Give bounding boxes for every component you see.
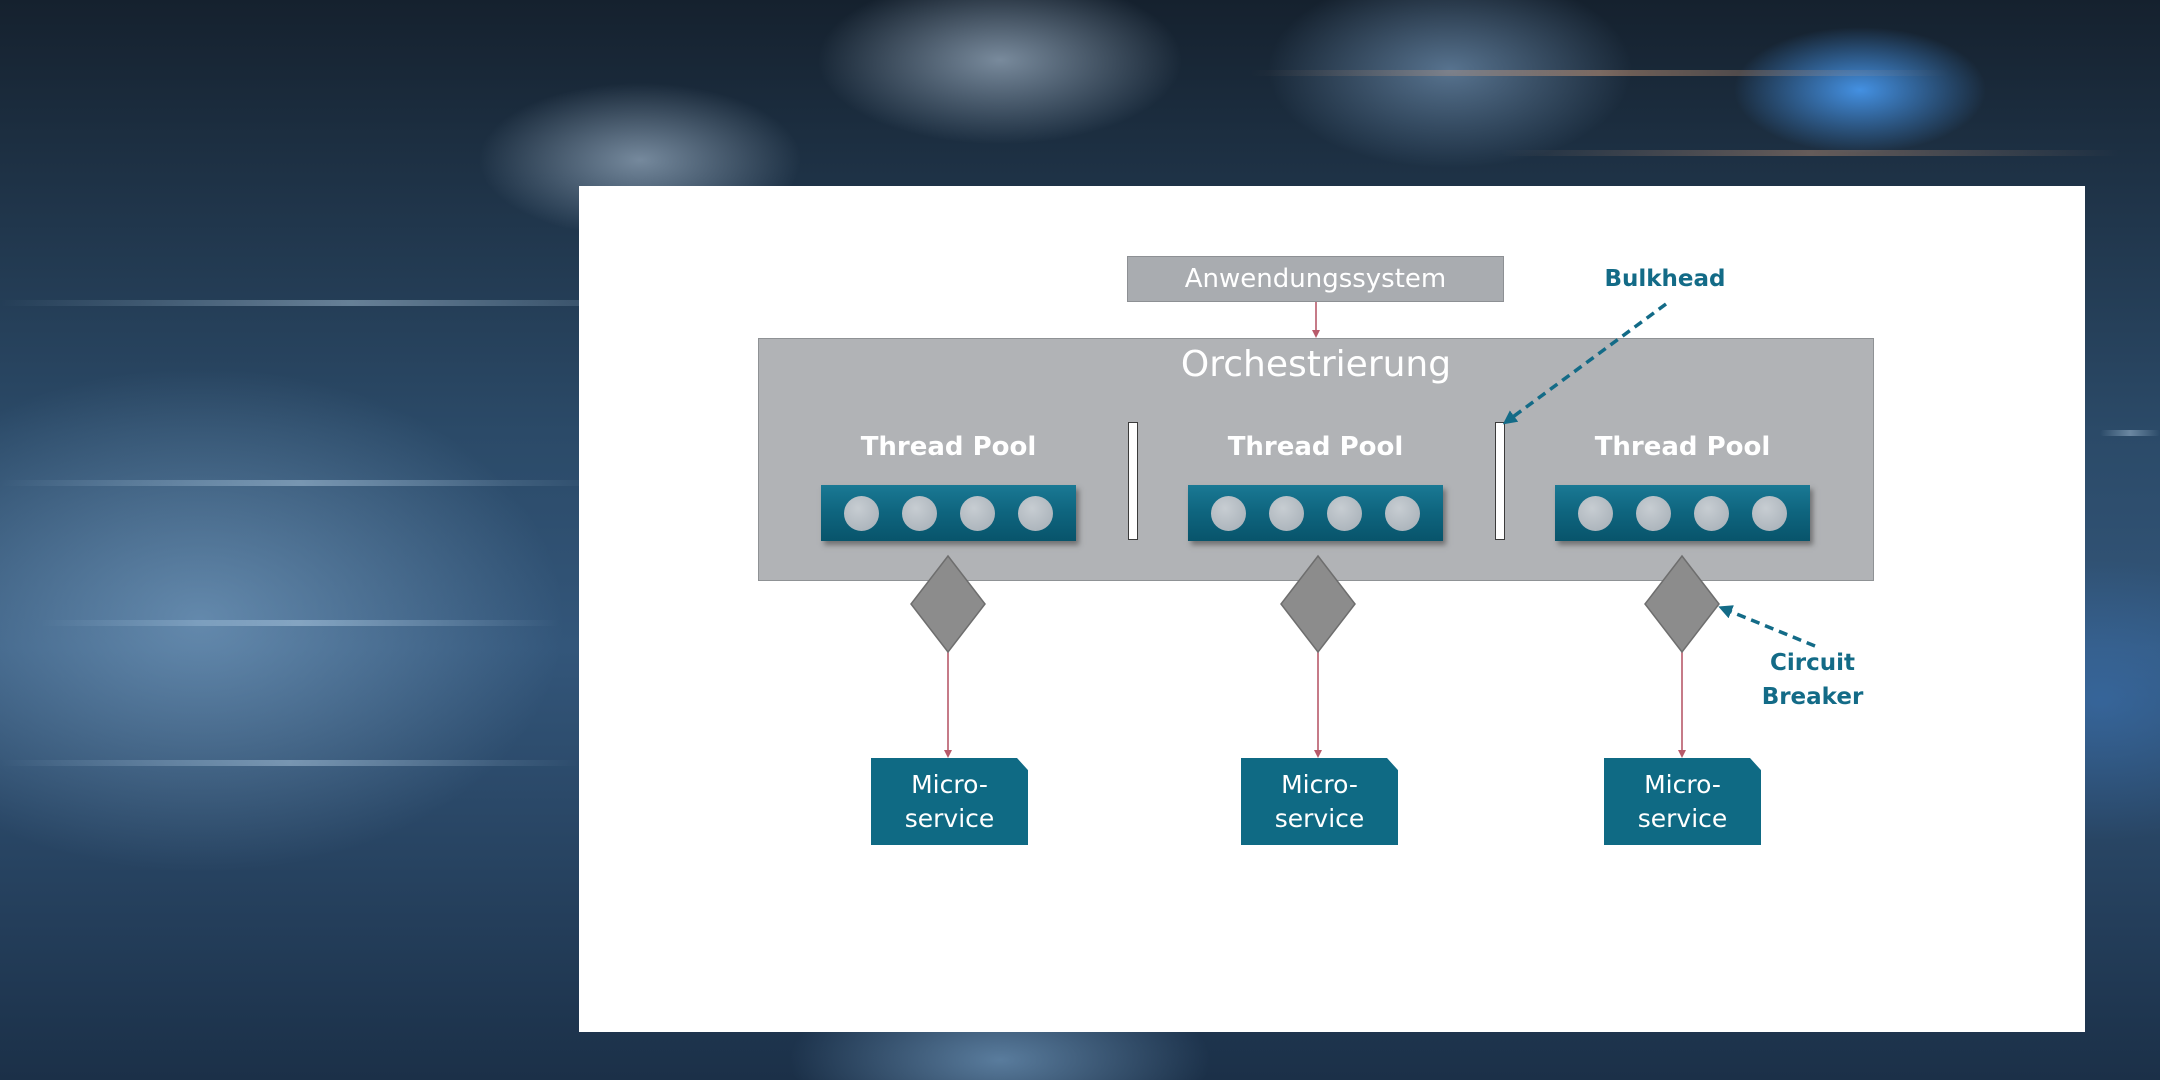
orchestration-title: Orchestrierung [1180,344,1452,385]
microservice-1: Micro- service [871,758,1028,845]
circuit-breaker-label-line1: Circuit [1770,650,1855,676]
light-streak [0,760,580,766]
bulkhead-1 [1128,422,1138,540]
thread [1578,495,1613,531]
thread-pool-2-title: Thread Pool [1227,432,1404,462]
thread [1018,495,1053,531]
thread [902,495,937,531]
circuit-breaker-2 [1280,554,1356,654]
thread [1694,495,1729,531]
thread [1752,495,1787,531]
bulkhead-label: Bulkhead [1604,266,1726,292]
circuit-breaker-label-line2: Breaker [1761,684,1864,710]
circuit-breaker-pointer-arrow [1718,605,1816,648]
thread-pool-1 [821,485,1076,541]
microservice-label-line2: service [1637,803,1728,833]
light-streak [1500,150,2120,156]
thread-pool-3-title: Thread Pool [1594,432,1771,462]
thread-pool-1-title: Thread Pool [860,432,1037,462]
light-streak [40,620,560,626]
application-system-box: Anwendungssystem [1127,256,1504,302]
thread [1636,495,1671,531]
microservice-2: Micro- service [1241,758,1398,845]
light-streak [0,300,700,306]
light-streak [0,480,600,486]
thread-pool-2 [1188,485,1443,541]
thread [960,495,995,531]
thread [1385,495,1420,531]
microservice-label-line2: service [904,803,995,833]
microservice-label-line2: service [1274,803,1365,833]
microservice-label-line1: Micro- [911,769,988,799]
circuit-breaker-1 [910,554,986,654]
thread [1327,495,1362,531]
thread [1269,495,1304,531]
microservice-label-line1: Micro- [1644,769,1721,799]
circuit-breaker-label: Circuit Breaker [1745,646,1880,714]
thread-pool-3 [1555,485,1810,541]
thread [844,495,879,531]
thread [1211,495,1246,531]
bulkhead-2 [1495,422,1505,540]
bulkhead-pointer-arrow [1502,302,1668,425]
light-streak [1250,70,1950,76]
circuit-breaker-3 [1644,554,1720,654]
light-streak [2100,430,2160,436]
microservice-3: Micro- service [1604,758,1761,845]
microservice-label-line1: Micro- [1281,769,1358,799]
